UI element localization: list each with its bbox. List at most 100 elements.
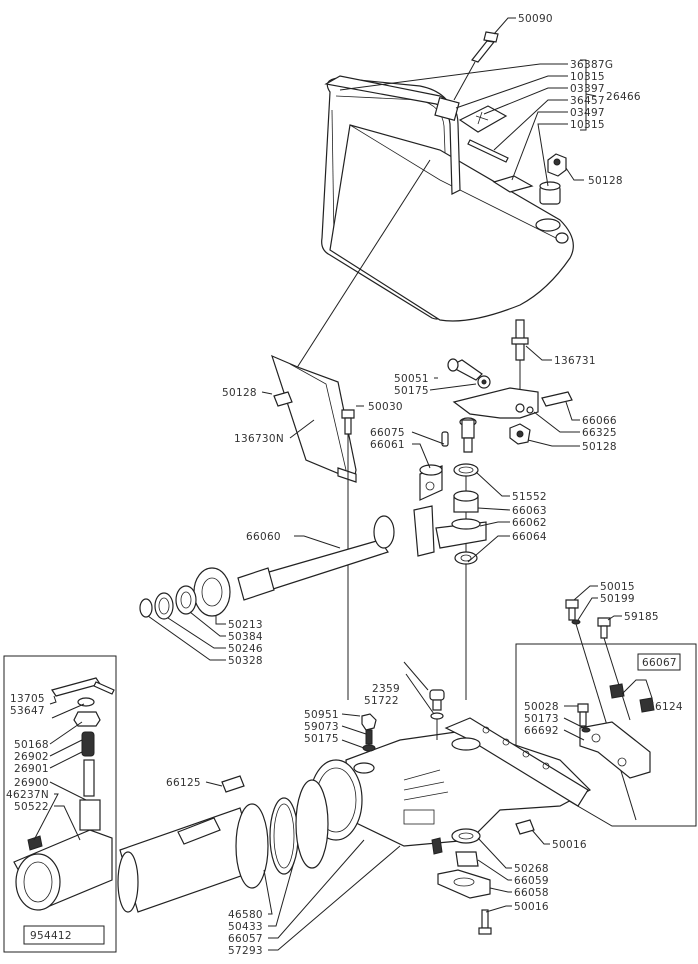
label-59073: 59073 [304, 721, 339, 733]
label-plate-03397 [458, 105, 508, 133]
label-26901: 26901 [14, 763, 49, 775]
inset-box-954412 [3, 655, 117, 953]
label-50199: 50199 [600, 593, 635, 605]
label-13705: 13705 [10, 693, 45, 705]
label-66062: 66062 [512, 517, 547, 529]
rod-26900 [83, 759, 95, 797]
label-66058: 66058 [514, 887, 549, 899]
label-50213: 50213 [228, 619, 263, 631]
label-66325: 66325 [582, 427, 617, 439]
label-66692: 66692 [524, 725, 559, 737]
label-50268: 50268 [514, 863, 549, 875]
gear-housing [309, 717, 591, 847]
label-66061: 66061 [370, 439, 405, 451]
label-36387G: 36387G [570, 59, 613, 71]
bolt-59185 [597, 617, 611, 639]
bolt-50015 [565, 599, 579, 621]
nut-53647 [77, 697, 95, 707]
washer-50173 [581, 727, 591, 733]
pin-66066 [541, 391, 573, 407]
bolt-50030 [341, 409, 355, 700]
label-66067: 66067 [642, 657, 677, 669]
stud-136731 [511, 319, 529, 400]
label-50028: 50028 [524, 701, 559, 713]
label-50128-left: 50128 [222, 387, 257, 399]
plug-66124 [609, 683, 655, 713]
nut-50128-top [547, 153, 567, 177]
label-50522: 50522 [14, 801, 49, 813]
label-50090: 50090 [518, 13, 553, 25]
bolt-50016-upper [515, 819, 535, 835]
label-50016-upper: 50016 [552, 839, 587, 851]
ring-46580 [235, 803, 269, 889]
washer-50175-lower [362, 744, 376, 752]
label-50246: 50246 [228, 643, 263, 655]
label-46237N: 46237N [6, 789, 49, 801]
nut-50128-lower [509, 423, 531, 445]
spacer-10315 [434, 96, 460, 122]
bushing-66063 [453, 490, 479, 513]
washer-50384 [175, 585, 197, 615]
label-2359: 2359 [372, 683, 400, 695]
label-50128-top: 50128 [588, 175, 623, 187]
label-03397: 03397 [570, 83, 605, 95]
washer-51722 [430, 712, 444, 720]
label-10315-b: 10315 [570, 119, 605, 131]
bearing-50213 [193, 567, 231, 617]
label-50175-upper: 50175 [394, 385, 429, 397]
label-53647: 53647 [10, 705, 45, 717]
bolt-50028 [577, 703, 589, 727]
washer-66064 [454, 551, 478, 565]
label-50051: 50051 [394, 373, 429, 385]
label-66057: 66057 [228, 933, 263, 945]
label-50951: 50951 [304, 709, 339, 721]
bolt-50016-lower [478, 909, 492, 935]
label-50173: 50173 [524, 713, 559, 725]
label-50168: 50168 [14, 739, 49, 751]
label-50128-lower: 50128 [582, 441, 617, 453]
coupling-tube [117, 779, 329, 913]
label-50433: 50433 [228, 921, 263, 933]
label-26902: 26902 [14, 751, 49, 763]
label-26466: 26466 [606, 91, 641, 103]
part-labels: 50090 36387G 10315 03397 36457 03497 103… [6, 13, 683, 957]
leader-lines [33, 17, 653, 951]
label-66075: 66075 [370, 427, 405, 439]
knob-50168 [73, 711, 101, 727]
shaft-66060 [237, 515, 395, 601]
handle-assembly [321, 75, 574, 322]
label-66063: 66063 [512, 505, 547, 517]
pin-66075 [441, 431, 449, 447]
label-10315-a: 10315 [570, 71, 605, 83]
label-954412: 954412 [30, 930, 72, 942]
washer-50199 [571, 619, 581, 625]
clamp-66692 [579, 721, 651, 779]
label-50175-lower: 50175 [304, 733, 339, 745]
label-50030: 50030 [368, 401, 403, 413]
fork-66062 [413, 505, 487, 557]
spacer-10315-lower [539, 181, 561, 205]
plug-2359 [429, 689, 445, 711]
bearing-50246 [154, 592, 174, 620]
bracket-136730N [271, 354, 357, 483]
label-66124: 66124 [648, 701, 683, 713]
label-50015: 50015 [600, 581, 635, 593]
nut-66059 [455, 851, 479, 867]
nut-50951 [361, 713, 377, 731]
bolt-50051 [447, 358, 483, 381]
ring-50328 [139, 598, 153, 618]
bearing-51552 [453, 463, 479, 477]
label-36457: 36457 [570, 95, 605, 107]
label-03497: 03497 [570, 107, 605, 119]
pin-66125 [221, 775, 245, 793]
label-136730N: 136730N [234, 433, 284, 445]
label-59185: 59185 [624, 611, 659, 623]
flange-66058 [437, 869, 491, 899]
label-50016-lower: 50016 [514, 901, 549, 913]
stud-59073 [365, 729, 373, 745]
label-50384: 50384 [228, 631, 263, 643]
block-66061 [419, 464, 443, 501]
label-66059: 66059 [514, 875, 549, 887]
label-66060: 66060 [246, 531, 281, 543]
